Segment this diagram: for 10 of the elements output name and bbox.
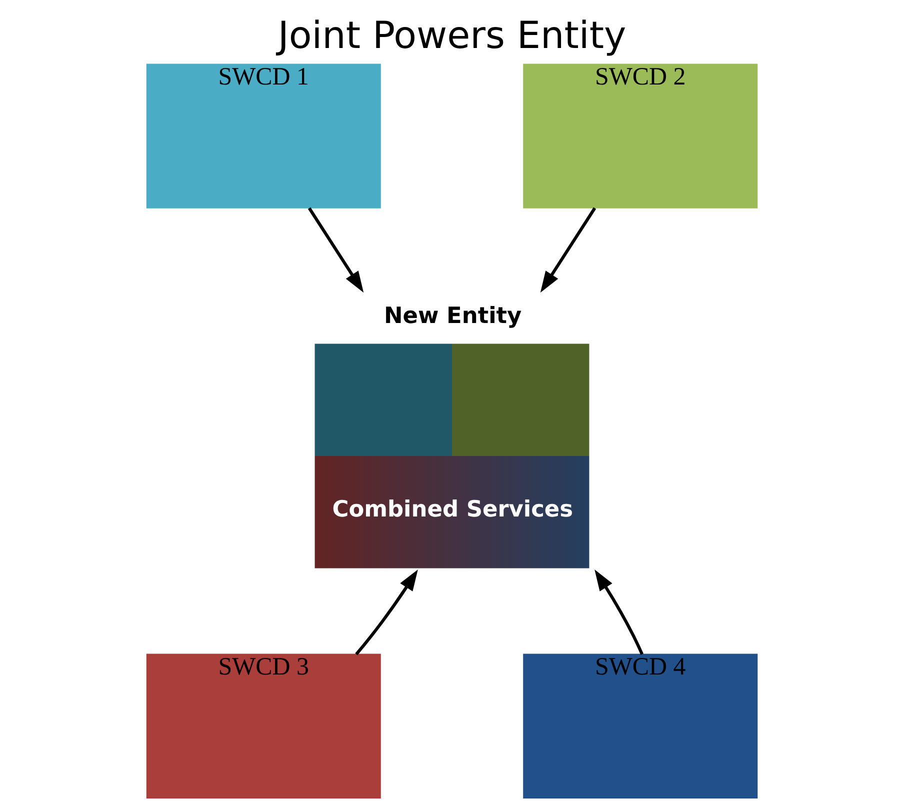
node-box: SWCD 2 — [523, 64, 758, 208]
arrow — [308, 207, 364, 293]
arrow — [594, 569, 644, 655]
arrow — [540, 207, 596, 293]
node-box: SWCD 4 — [523, 654, 758, 798]
node-box: SWCD 3 — [146, 654, 381, 798]
diagram-title: Joint Powers Entity — [278, 13, 626, 58]
node-label: New Entity — [384, 303, 522, 330]
node-box: SWCD 1 — [146, 64, 381, 208]
arrow — [355, 569, 418, 656]
